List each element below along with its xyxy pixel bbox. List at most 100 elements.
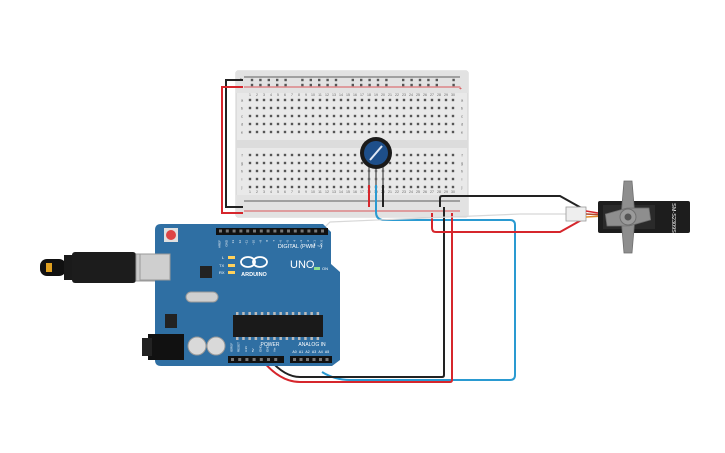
breadboard-hole[interactable]: [283, 114, 287, 118]
breadboard-hole[interactable]: [451, 106, 455, 110]
rail-hole[interactable]: [259, 83, 262, 87]
breadboard-hole[interactable]: [332, 114, 336, 118]
breadboard-hole[interactable]: [262, 98, 266, 102]
breadboard-hole[interactable]: [248, 130, 252, 134]
rail-hole[interactable]: [402, 78, 405, 82]
breadboard-hole[interactable]: [416, 153, 420, 157]
breadboard-hole[interactable]: [255, 185, 259, 189]
breadboard-hole[interactable]: [388, 169, 392, 173]
breadboard-hole[interactable]: [325, 161, 329, 165]
breadboard-hole[interactable]: [290, 114, 294, 118]
rail-hole[interactable]: [360, 78, 363, 82]
breadboard-hole[interactable]: [444, 177, 448, 181]
rail-hole[interactable]: [418, 83, 422, 87]
breadboard-hole[interactable]: [276, 130, 280, 134]
breadboard-hole[interactable]: [346, 169, 350, 173]
breadboard-hole[interactable]: [290, 122, 294, 126]
digital-pin[interactable]: [273, 229, 277, 233]
breadboard-hole[interactable]: [269, 98, 273, 102]
breadboard-hole[interactable]: [346, 114, 350, 118]
digital-pin[interactable]: [225, 229, 229, 233]
breadboard-hole[interactable]: [395, 130, 399, 134]
breadboard-hole[interactable]: [409, 122, 413, 126]
breadboard-hole[interactable]: [402, 185, 406, 189]
breadboard-hole[interactable]: [430, 130, 434, 134]
breadboard-hole[interactable]: [360, 98, 364, 102]
breadboard-hole[interactable]: [402, 114, 406, 118]
breadboard-hole[interactable]: [262, 106, 266, 110]
breadboard-hole[interactable]: [325, 153, 329, 157]
breadboard-hole[interactable]: [255, 106, 259, 110]
breadboard-hole[interactable]: [367, 106, 371, 110]
breadboard-hole[interactable]: [360, 106, 364, 110]
breadboard-hole[interactable]: [290, 185, 294, 189]
digital-pin[interactable]: [280, 229, 284, 233]
breadboard-hole[interactable]: [325, 98, 329, 102]
breadboard-hole[interactable]: [318, 169, 322, 173]
breadboard-hole[interactable]: [276, 122, 280, 126]
breadboard-hole[interactable]: [353, 106, 357, 110]
breadboard-hole[interactable]: [248, 153, 252, 157]
breadboard-hole[interactable]: [262, 114, 266, 118]
breadboard-hole[interactable]: [262, 130, 266, 134]
breadboard-hole[interactable]: [339, 161, 343, 165]
breadboard-hole[interactable]: [339, 114, 343, 118]
digital-pin[interactable]: [266, 229, 270, 233]
breadboard-hole[interactable]: [283, 106, 287, 110]
digital-pin[interactable]: [293, 229, 297, 233]
breadboard-hole[interactable]: [353, 98, 357, 102]
breadboard-hole[interactable]: [395, 161, 399, 165]
breadboard-hole[interactable]: [374, 122, 378, 126]
breadboard-hole[interactable]: [409, 114, 413, 118]
breadboard-hole[interactable]: [416, 122, 420, 126]
breadboard-hole[interactable]: [423, 153, 427, 157]
breadboard-hole[interactable]: [451, 177, 455, 181]
breadboard-hole[interactable]: [297, 122, 301, 126]
breadboard-hole[interactable]: [248, 114, 252, 118]
rail-hole[interactable]: [301, 83, 304, 87]
rail-hole[interactable]: [259, 78, 262, 82]
breadboard-hole[interactable]: [402, 153, 406, 157]
rail-hole[interactable]: [309, 83, 312, 87]
breadboard-hole[interactable]: [325, 185, 329, 189]
breadboard-hole[interactable]: [255, 122, 259, 126]
breadboard-hole[interactable]: [276, 153, 280, 157]
breadboard-hole[interactable]: [374, 98, 378, 102]
digital-pin[interactable]: [253, 229, 256, 233]
breadboard-hole[interactable]: [297, 169, 301, 173]
breadboard-hole[interactable]: [353, 161, 357, 165]
breadboard-hole[interactable]: [304, 122, 308, 126]
breadboard-hole[interactable]: [409, 153, 413, 157]
rail-hole[interactable]: [376, 78, 380, 82]
breadboard-hole[interactable]: [248, 185, 252, 189]
breadboard-hole[interactable]: [402, 177, 406, 181]
breadboard-hole[interactable]: [416, 130, 420, 134]
breadboard-hole[interactable]: [325, 130, 329, 134]
breadboard-hole[interactable]: [402, 130, 406, 134]
breadboard-hole[interactable]: [269, 106, 273, 110]
breadboard-hole[interactable]: [395, 177, 399, 181]
breadboard-hole[interactable]: [353, 153, 357, 157]
breadboard-hole[interactable]: [416, 114, 420, 118]
breadboard-hole[interactable]: [332, 122, 336, 126]
potentiometer[interactable]: [360, 137, 392, 185]
breadboard-hole[interactable]: [360, 114, 364, 118]
breadboard-hole[interactable]: [395, 153, 399, 157]
breadboard-hole[interactable]: [346, 106, 350, 110]
breadboard-hole[interactable]: [255, 114, 259, 118]
breadboard-hole[interactable]: [311, 106, 315, 110]
breadboard-hole[interactable]: [444, 122, 448, 126]
breadboard-hole[interactable]: [444, 114, 448, 118]
rail-hole[interactable]: [326, 83, 329, 87]
breadboard-hole[interactable]: [255, 130, 259, 134]
power-pin[interactable]: [252, 358, 256, 361]
breadboard-hole[interactable]: [304, 161, 308, 165]
digital-pin[interactable]: [239, 229, 243, 233]
breadboard-hole[interactable]: [367, 98, 371, 102]
rail-hole[interactable]: [385, 83, 388, 87]
breadboard-hole[interactable]: [339, 130, 343, 134]
breadboard-hole[interactable]: [353, 177, 357, 181]
breadboard-hole[interactable]: [339, 169, 343, 173]
breadboard-hole[interactable]: [346, 153, 350, 157]
analog-pin[interactable]: [319, 358, 322, 361]
